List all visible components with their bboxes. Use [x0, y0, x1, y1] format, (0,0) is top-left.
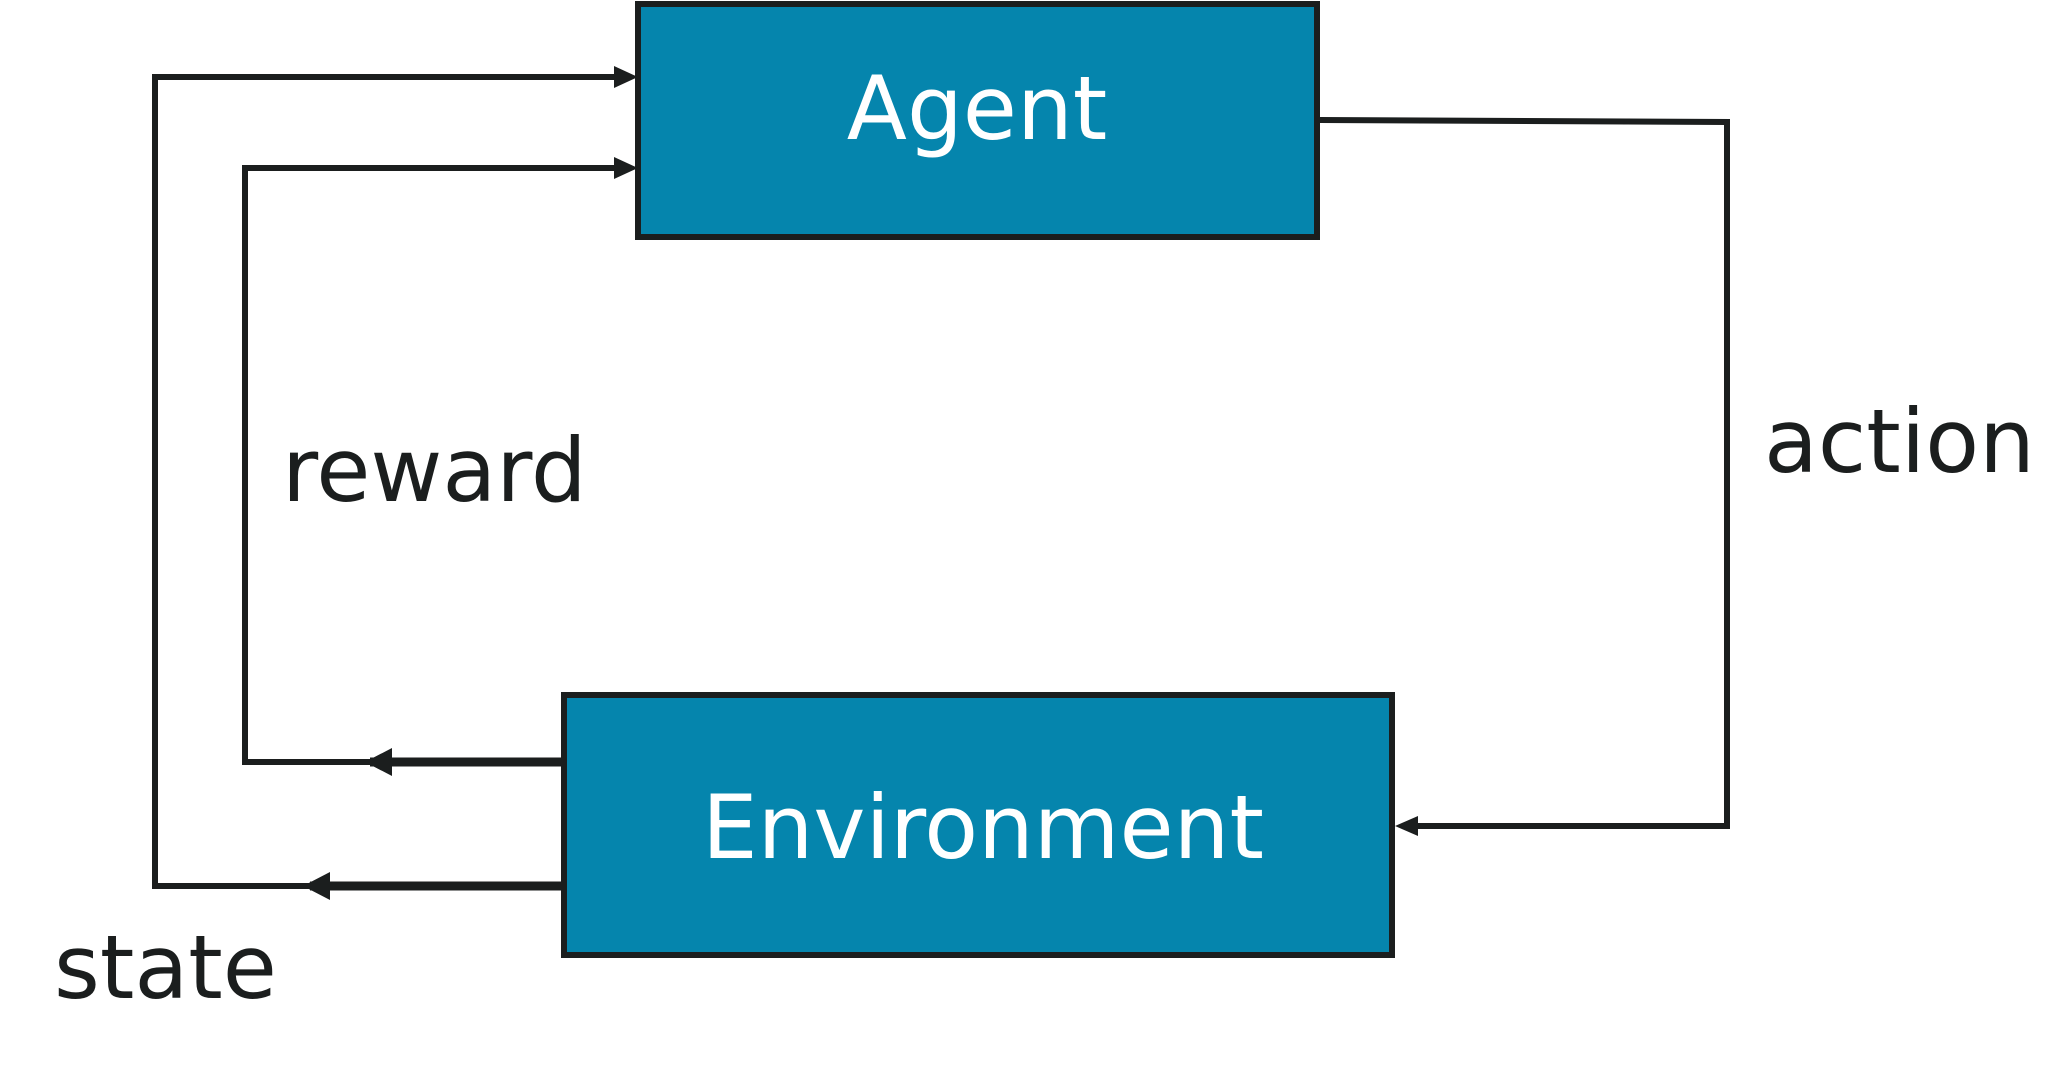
environment-box: [561, 692, 1395, 958]
agent-box: [635, 1, 1320, 240]
action-label: action: [1764, 390, 2035, 493]
state-label: state: [54, 916, 277, 1019]
agent-label: Agent: [847, 57, 1107, 160]
state-arrowhead: [614, 66, 638, 88]
reward-connector: [242, 165, 620, 765]
agent-node: Agent: [635, 1, 1320, 240]
reward-edge: reward: [242, 157, 638, 776]
state-edge: state: [54, 66, 638, 1019]
environment-label: Environment: [702, 776, 1264, 879]
action-connector: [1319, 117, 1730, 829]
action-arrowhead: [1395, 816, 1418, 836]
state-tail-arrowhead: [303, 872, 330, 900]
reward-tail-arrowhead: [365, 748, 392, 776]
reward-label: reward: [282, 419, 587, 522]
state-connector: [152, 74, 620, 889]
action-edge: action: [1319, 117, 2035, 836]
reward-arrowhead: [614, 157, 638, 179]
environment-node: Environment: [561, 692, 1395, 958]
